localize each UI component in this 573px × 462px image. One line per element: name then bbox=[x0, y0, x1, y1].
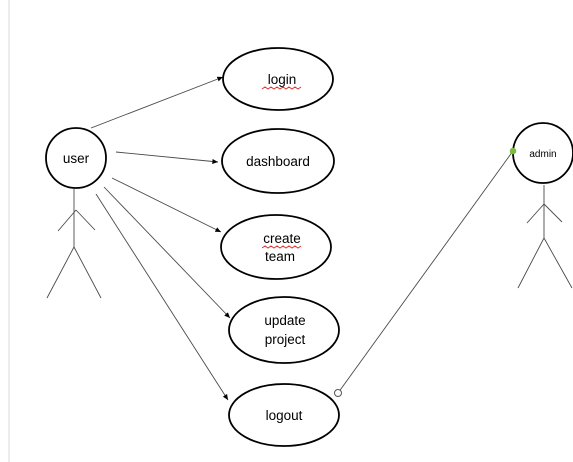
use-case-login-label: login bbox=[268, 72, 297, 87]
use-case-dashboard-label: dashboard bbox=[246, 154, 310, 169]
use-case-create-team-label-line2: team bbox=[265, 249, 295, 264]
use-case-update-project-label-line2: project bbox=[265, 332, 306, 347]
actor-user[interactable]: user bbox=[45, 127, 107, 299]
association-user-create-team bbox=[111, 177, 222, 233]
use-case-login[interactable]: login bbox=[222, 47, 334, 111]
actor-admin-label: admin bbox=[529, 149, 556, 160]
actor-user-label: user bbox=[63, 151, 90, 166]
connector-handle-logout[interactable] bbox=[334, 389, 342, 397]
spellcheck-underline-login bbox=[261, 86, 302, 90]
association-user-update-project bbox=[103, 186, 231, 319]
use-case-create-team-label-line1: create bbox=[263, 231, 301, 246]
selection-handle-admin[interactable] bbox=[509, 147, 517, 155]
use-case-create-team[interactable]: create team bbox=[220, 214, 332, 280]
association-user-logout bbox=[95, 193, 229, 401]
spellcheck-underline-create bbox=[261, 245, 302, 249]
actor-admin[interactable]: admin bbox=[509, 122, 573, 289]
use-case-dashboard[interactable]: dashboard bbox=[221, 128, 335, 194]
use-case-logout[interactable]: logout bbox=[228, 383, 340, 447]
use-case-update-project-label-line1: update bbox=[264, 313, 305, 328]
association-user-dashboard bbox=[115, 151, 219, 164]
use-case-update-project[interactable]: update project bbox=[228, 296, 340, 364]
use-case-logout-label: logout bbox=[266, 408, 303, 423]
association-user-login bbox=[90, 76, 224, 129]
association-admin-logout bbox=[337, 150, 514, 394]
